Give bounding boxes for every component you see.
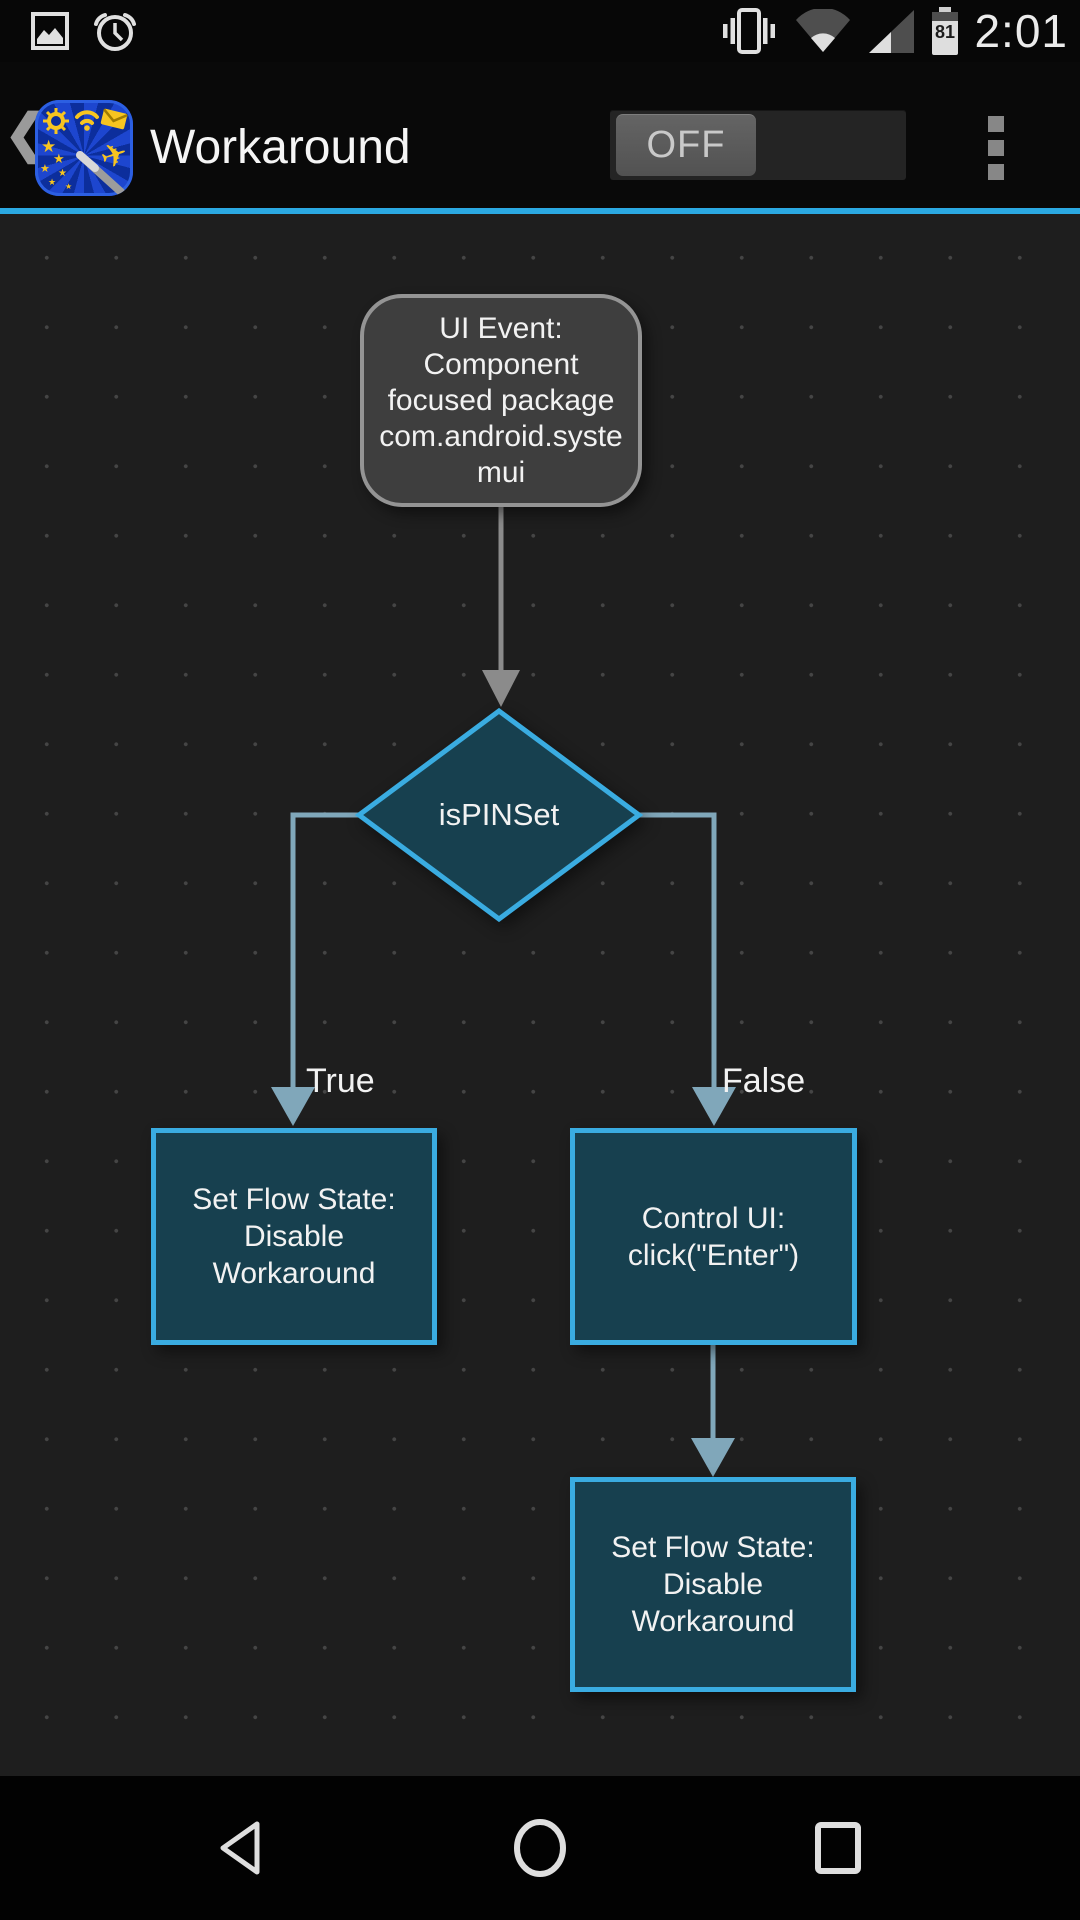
node-set-flow-state-true[interactable]: Set Flow State: Disable Workaround <box>151 1128 437 1345</box>
node-text-line: com.android.syste <box>379 419 623 453</box>
node-text-line: Control UI: <box>641 1201 786 1235</box>
node-text-line: focused package <box>387 383 615 417</box>
overflow-dot <box>988 140 1004 156</box>
node-text-line: mui <box>476 455 526 489</box>
status-bar: 81 2:01 <box>0 0 1080 62</box>
alarm-clock-icon <box>94 13 136 51</box>
status-bar-system-icons: 81 2:01 <box>718 0 1068 62</box>
node-text-line: Set Flow State: <box>611 1531 815 1564</box>
node-decision-diamond[interactable] <box>354 707 644 923</box>
arrowhead-false-end <box>691 1438 735 1477</box>
battery-icon: 81 <box>932 7 959 55</box>
recents-square-icon <box>815 1822 861 1874</box>
page-title: Workaround <box>150 121 411 174</box>
svg-text:★: ★ <box>58 168 67 179</box>
svg-text:★: ★ <box>65 182 72 191</box>
node-set-flow-state-end[interactable]: Set Flow State: Disable Workaround <box>570 1477 856 1692</box>
toggle-thumb[interactable]: OFF <box>616 114 756 176</box>
node-text-line: Disable <box>662 1568 764 1601</box>
overflow-menu-button[interactable] <box>974 106 1018 190</box>
svg-text:★: ★ <box>53 152 65 167</box>
decision-label: isPINSet <box>438 797 560 832</box>
flow-connectors-svg <box>271 507 736 1477</box>
status-bar-notifications <box>30 0 138 62</box>
photo-notification-icon <box>31 12 69 50</box>
clock-time: 2:01 <box>974 5 1068 57</box>
node-text-line: Workaround <box>631 1605 795 1638</box>
node-text-line: UI Event: <box>439 311 563 345</box>
power-toggle[interactable]: OFF <box>610 110 906 180</box>
battery-percent: 81 <box>935 22 955 42</box>
header-divider <box>0 208 1080 214</box>
flow-canvas[interactable]: UI Event: Component focused package com.… <box>0 214 1080 1776</box>
overflow-dot <box>988 116 1004 132</box>
nav-bar <box>0 1776 1080 1920</box>
svg-text:★: ★ <box>41 137 56 157</box>
edge-false-branch <box>639 812 717 1089</box>
svg-text:★: ★ <box>40 162 50 175</box>
back-triangle-icon <box>220 1821 260 1875</box>
edge-label-false: False <box>722 1062 806 1100</box>
arrowhead-false-branch <box>692 1087 736 1126</box>
node-text-line: click("Enter") <box>627 1238 800 1272</box>
arrowhead-event-decision <box>482 670 520 707</box>
node-text-line: Component <box>423 347 579 381</box>
node-ui-event[interactable]: UI Event: Component focused package com.… <box>360 294 642 507</box>
edge-true-branch <box>290 812 359 1089</box>
app-bar: ❮ ✈ ★ ★ <box>0 62 1080 208</box>
overflow-dot <box>988 164 1004 180</box>
nav-home-button[interactable] <box>460 1776 620 1920</box>
nav-back-button[interactable] <box>159 1776 319 1920</box>
nav-recents-button[interactable] <box>758 1776 918 1920</box>
vibrate-icon <box>723 8 776 54</box>
wifi-icon <box>796 9 851 52</box>
node-text-line: Set Flow State: <box>192 1183 396 1216</box>
node-text-line: Workaround <box>212 1257 376 1290</box>
svg-text:★: ★ <box>48 178 56 188</box>
app-icon[interactable]: ✈ ★ ★ ★ ★ ★ ★ <box>35 100 133 196</box>
toggle-state-label: OFF <box>646 124 726 166</box>
node-control-ui[interactable]: Control UI: click("Enter") <box>570 1128 857 1345</box>
magic-wand-icon: ✈ ★ ★ ★ ★ ★ ★ <box>40 108 133 196</box>
node-text-line: Disable <box>243 1220 345 1253</box>
home-circle-icon <box>514 1819 566 1877</box>
cell-signal-icon <box>869 10 915 53</box>
edge-label-true: True <box>306 1062 375 1100</box>
arrowhead-true-branch <box>271 1087 315 1126</box>
